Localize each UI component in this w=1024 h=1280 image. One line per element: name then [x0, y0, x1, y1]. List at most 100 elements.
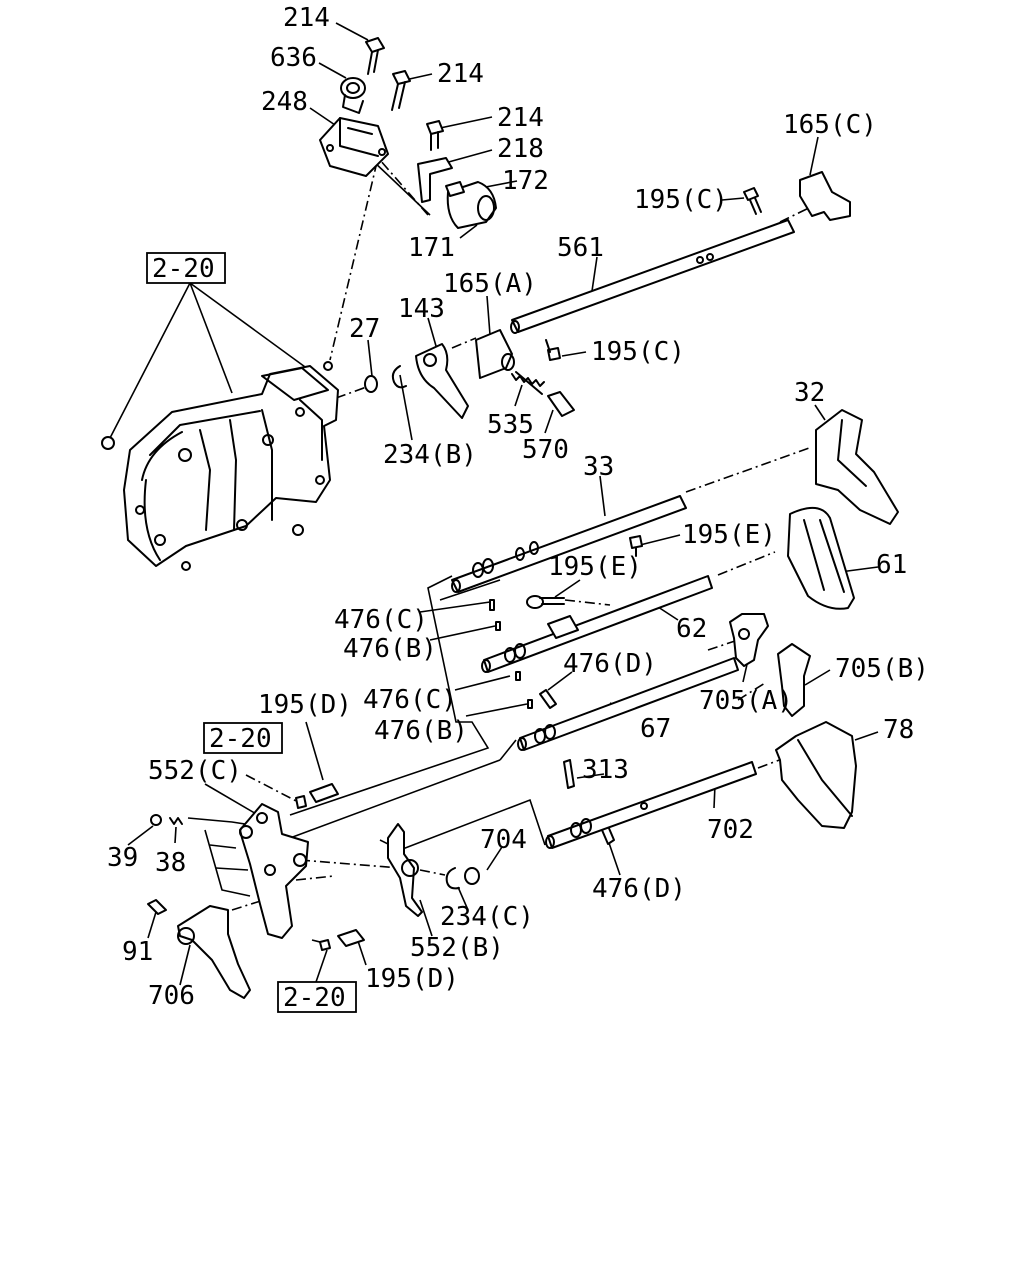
bolt-195e-mid	[526, 595, 565, 609]
label-705a: 705(A)	[699, 686, 793, 716]
label-476b-b: 476(B)	[374, 716, 468, 746]
label-705b: 705(B)	[835, 654, 929, 684]
bracket-165c	[799, 171, 851, 221]
label-535: 535	[487, 410, 534, 440]
label-234c: 234(C)	[440, 902, 534, 932]
label-476d-b: 476(D)	[592, 874, 686, 904]
label-171: 171	[408, 233, 455, 263]
bolt-214-a	[365, 37, 385, 75]
snap-ring-234c	[445, 867, 460, 890]
label-706: 706	[148, 981, 195, 1011]
lever-143	[415, 343, 469, 419]
bolt-195c-top	[743, 187, 762, 215]
pin-476d-a	[539, 689, 557, 709]
fork-705b	[777, 643, 811, 717]
label-195e-mid: 195(E)	[548, 552, 642, 582]
shaft-62	[481, 575, 713, 673]
bolt-214-b	[391, 70, 411, 111]
label-234b: 234(B)	[383, 440, 477, 470]
label-313: 313	[582, 755, 629, 785]
ref-label-2-20-bottom: 2-20	[283, 983, 346, 1013]
shield-61	[787, 507, 855, 610]
label-91: 91	[122, 937, 153, 967]
label-214-b: 214	[437, 59, 484, 89]
fork-706	[177, 905, 251, 999]
label-38: 38	[155, 848, 186, 878]
cover-78	[775, 721, 857, 829]
plate-218	[417, 157, 453, 203]
label-476d-a: 476(D)	[563, 649, 657, 679]
ref-label-2-20-top: 2-20	[152, 254, 215, 284]
housing-552c	[239, 803, 309, 939]
label-248: 248	[261, 87, 308, 117]
label-67: 67	[640, 714, 671, 744]
label-32: 32	[794, 378, 825, 408]
transmission-case	[123, 365, 339, 571]
label-218: 218	[497, 134, 544, 164]
lever-552b	[387, 823, 423, 917]
label-78: 78	[883, 715, 914, 745]
label-214-c: 214	[497, 103, 544, 133]
pin-476b-a	[495, 621, 501, 631]
switch-171	[445, 181, 497, 229]
label-552b: 552(B)	[410, 933, 504, 963]
bolt-195e-top	[629, 535, 643, 557]
label-195d-bottom: 195(D)	[365, 964, 459, 994]
ref-label-2-20-mid: 2-20	[209, 724, 272, 754]
label-165c: 165(C)	[783, 110, 877, 140]
pin-570	[547, 391, 575, 417]
labels: 2-20 2-20 2-20 214 636 214 248 214 218 1…	[107, 3, 929, 1013]
label-143: 143	[398, 294, 445, 324]
label-636: 636	[270, 43, 317, 73]
label-476c-b: 476(C)	[363, 685, 457, 715]
dowel-left	[101, 436, 115, 450]
label-702: 702	[707, 815, 754, 845]
label-195c-top: 195(C)	[634, 185, 728, 215]
shaft-561	[510, 219, 795, 334]
label-476c-a: 476(C)	[334, 605, 428, 635]
snap-ring-234b	[391, 365, 407, 389]
clip-636	[340, 77, 366, 114]
ref-box-2-20-bottom	[277, 981, 357, 1013]
pin-476b-b	[527, 699, 533, 709]
bolt-195d-bottom	[319, 929, 365, 951]
label-165a: 165(A)	[443, 269, 537, 299]
ref-box-2-20-top	[146, 252, 226, 284]
label-33: 33	[583, 452, 614, 482]
label-570: 570	[522, 435, 569, 465]
label-476b-a: 476(B)	[343, 634, 437, 664]
bolt-214-c	[426, 120, 444, 151]
spring-38	[169, 817, 183, 825]
label-561: 561	[557, 233, 604, 263]
label-39: 39	[107, 843, 138, 873]
spring-535	[511, 371, 545, 395]
pin-476c-a	[489, 599, 495, 611]
label-27: 27	[349, 314, 380, 344]
fork-705a	[729, 613, 769, 667]
label-61: 61	[876, 550, 907, 580]
shaft-33	[451, 495, 687, 593]
plug-27	[364, 375, 378, 393]
pin-91	[147, 899, 167, 915]
shaft-67	[517, 657, 739, 751]
plug-704	[464, 867, 480, 885]
label-704: 704	[480, 825, 527, 855]
label-195d-top: 195(D)	[258, 690, 352, 720]
ball-39	[150, 814, 162, 826]
pin-476c-b	[515, 671, 521, 681]
cover-32	[815, 409, 899, 525]
bolt-195c-mid	[545, 339, 561, 361]
shaft-702	[545, 761, 757, 849]
label-195c-mid: 195(C)	[591, 337, 685, 367]
block-165a	[475, 329, 515, 379]
bolt-195d-top	[295, 783, 339, 809]
dowel-right	[323, 361, 333, 371]
label-172: 172	[502, 166, 549, 196]
bracket-248	[319, 117, 389, 177]
label-62: 62	[676, 614, 707, 644]
label-552c: 552(C)	[148, 756, 242, 786]
pin-313	[563, 759, 575, 789]
label-195e-top: 195(E)	[682, 520, 776, 550]
label-214-a: 214	[283, 3, 330, 33]
